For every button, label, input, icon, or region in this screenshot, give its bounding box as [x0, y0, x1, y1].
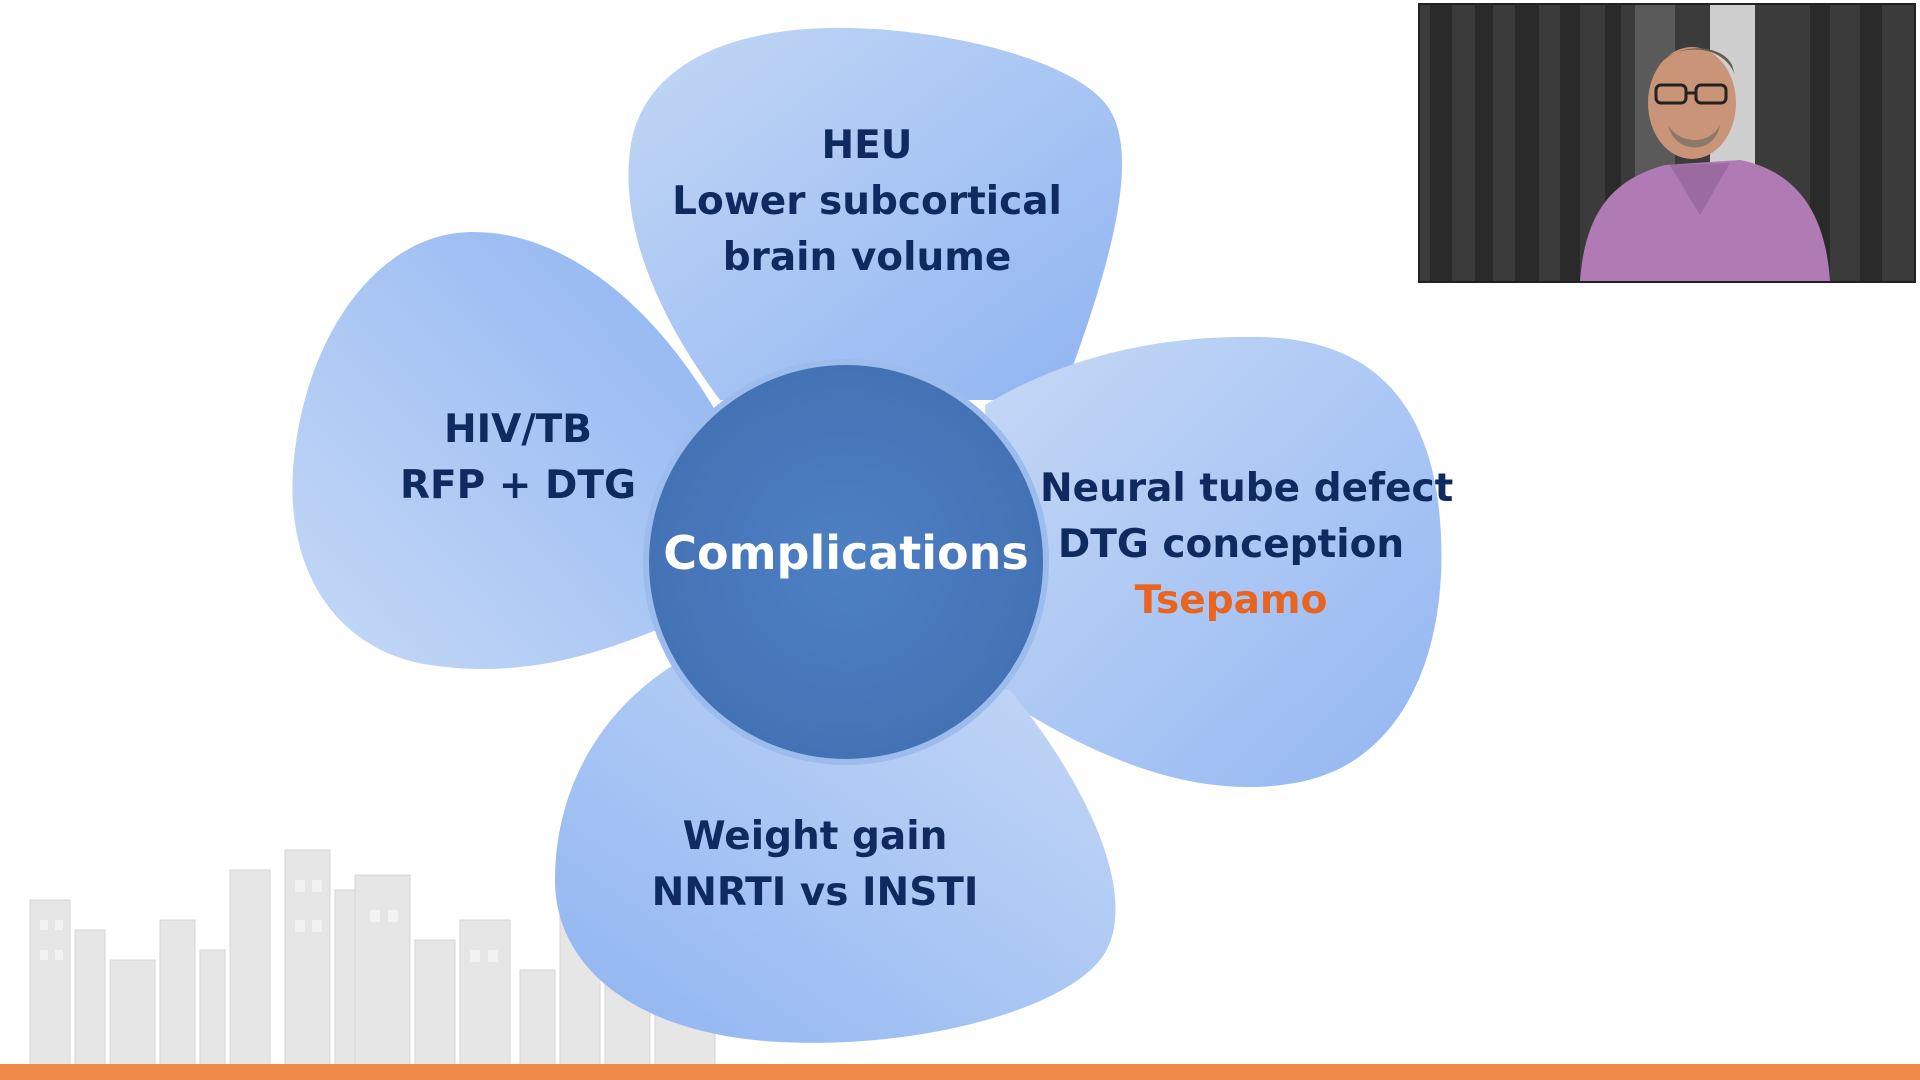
petal-right-highlight: Tsepamo [1134, 578, 1328, 623]
presenter-video-icon [1420, 5, 1914, 281]
petal-right [985, 336, 1442, 788]
petal-top-line-2: Lower subcortical [672, 179, 1062, 224]
petal-left-label: HIV/TB RFP + DTG [388, 402, 648, 514]
accent-bar [0, 1064, 1920, 1080]
petal-left [292, 231, 715, 669]
petal-bottom [555, 650, 1116, 1043]
petal-bottom-line-1: Weight gain [682, 814, 948, 859]
petal-top [628, 27, 1122, 401]
petal-bottom-label: Weight gain NNRTI vs INSTI [650, 809, 980, 921]
skyline-background [29, 849, 716, 1070]
petal-top-label: HEU Lower subcortical brain volume [672, 118, 1062, 286]
center-label: Complications [663, 526, 1029, 580]
petal-right-label: Neural tube defect DTG conception Tsepam… [1040, 461, 1454, 629]
petal-left-line-2: RFP + DTG [399, 463, 637, 508]
center-circle [643, 359, 1049, 765]
petal-left-line-1: HIV/TB [444, 407, 592, 452]
petal-right-line-1: Neural tube defect [1040, 466, 1454, 511]
petal-top-line-1: HEU [821, 123, 913, 168]
petal-bottom-line-2: NNRTI vs INSTI [651, 870, 979, 915]
petal-top-line-3: brain volume [722, 235, 1012, 280]
presenter-video[interactable] [1418, 3, 1916, 283]
petal-right-line-2: DTG conception [1057, 522, 1405, 567]
